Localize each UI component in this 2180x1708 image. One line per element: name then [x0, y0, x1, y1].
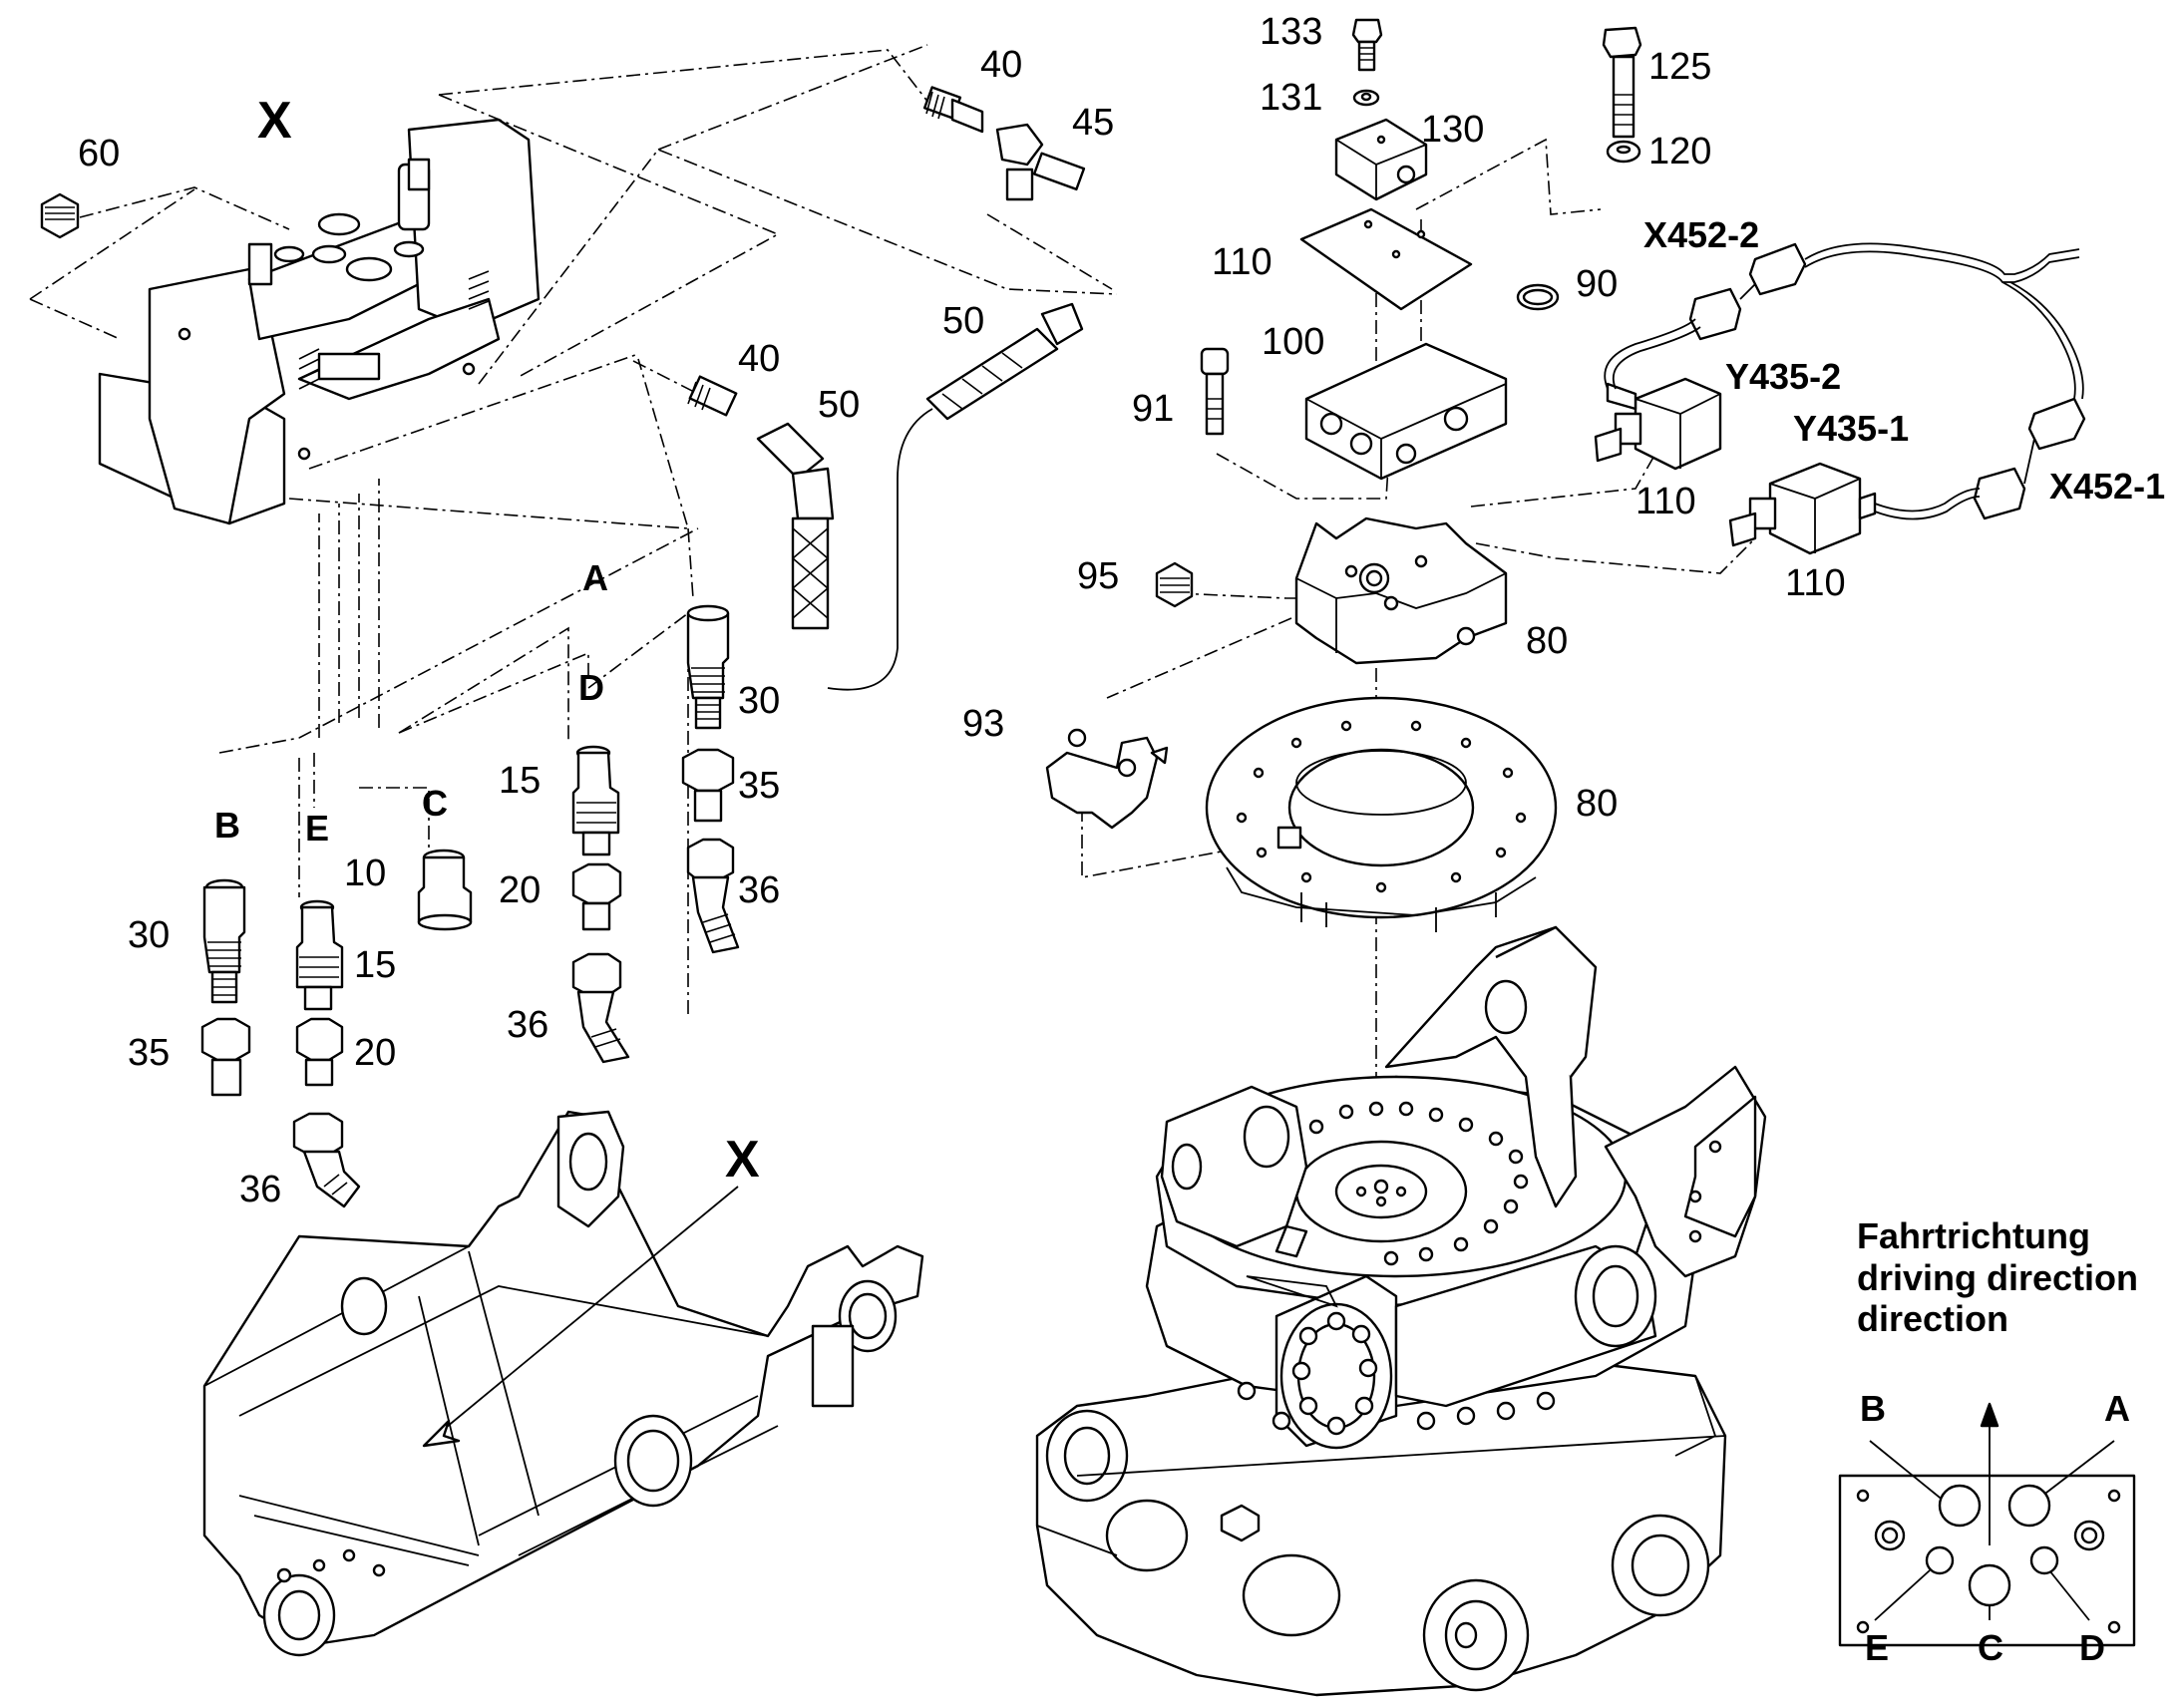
part-label-93: 91: [1132, 388, 1174, 430]
part-label-125: 110: [1212, 241, 1272, 283]
nut-20-e: [295, 1017, 344, 1087]
nut-20-d: [571, 862, 622, 931]
legend-port-c: C: [1978, 1627, 2003, 1668]
legend-line-3: direction: [1857, 1298, 2008, 1339]
nut-35-b: [200, 1017, 251, 1097]
legend-line-2: driving direction: [1857, 1257, 2138, 1298]
part-label-30-b: 30: [128, 914, 170, 956]
connector-x452-2: [1688, 242, 1807, 341]
diagram-labels: X X 60 40 45 50 40 50 A D C B E 30 35 36…: [78, 11, 2165, 1668]
bracket-100: [1045, 728, 1169, 830]
hose-50-straight: [827, 302, 1084, 691]
connector-x452-1: [1973, 397, 2086, 520]
plate-125: [1299, 207, 1473, 311]
part-label-110-lower: 110: [1785, 562, 1846, 604]
part-label-50-left: 50: [818, 384, 860, 426]
ring-plate-80: [1205, 696, 1558, 932]
part-label-91: 90: [1576, 263, 1618, 305]
legend-port-b: B: [1860, 1388, 1886, 1429]
part-label-ring-plate: 80: [1576, 783, 1618, 825]
part-label-36-d: 36: [507, 1004, 548, 1046]
block-130: [1334, 118, 1428, 201]
solenoid-y435-2: [1594, 377, 1722, 471]
elbow-36-d: [571, 952, 630, 1064]
part-label-126: 120: [1648, 131, 1711, 172]
label-y435-2: Y435-2: [1725, 356, 1841, 397]
port-label-b: B: [214, 805, 240, 846]
part-label-40-mid: 40: [738, 338, 780, 380]
label-x452-2: X452-2: [1643, 214, 1759, 255]
part-label-131: 131: [1260, 77, 1322, 119]
plug-95: [1155, 561, 1194, 608]
part-label-90: 80: [1526, 620, 1568, 662]
part-label-20-d: 20: [499, 869, 541, 911]
part-label-133: 133: [1260, 11, 1322, 53]
part-label-15-e: 15: [354, 944, 396, 986]
fitting-40-top: [922, 86, 984, 134]
part-label-35-b: 35: [128, 1032, 170, 1074]
oring-91: [1516, 283, 1560, 311]
direction-legend: [1838, 1402, 2136, 1647]
part-label-50-right: 50: [942, 300, 984, 342]
quick-coupler-frame: [202, 1110, 924, 1657]
part-label-36-e: 36: [239, 1169, 281, 1210]
plug-60: [40, 192, 80, 239]
rotator-assembly: [1035, 925, 1767, 1697]
label-x452-1: X452-1: [2049, 466, 2165, 507]
wiring-harness: [1604, 242, 2084, 520]
valve-block-120: [1304, 342, 1508, 481]
screw-93: [1200, 347, 1230, 436]
legend-port-d: D: [2079, 1627, 2105, 1668]
bolt-133: [1351, 18, 1383, 72]
part-label-40-top: 40: [980, 44, 1022, 86]
part-label-95: 95: [1077, 555, 1119, 597]
view-x-label-top: X: [257, 92, 292, 150]
part-label-110-upper: 110: [1635, 481, 1696, 522]
legend-port-e: E: [1865, 1627, 1889, 1668]
fitting-15-e: [295, 899, 344, 1011]
fitting-30-b: [202, 878, 246, 1004]
port-label-a: A: [582, 557, 608, 598]
part-label-120: 100: [1262, 321, 1324, 363]
view-x-label-arrow: X: [725, 1131, 760, 1189]
elbow-36-e: [292, 1112, 361, 1208]
housing-90: [1294, 516, 1508, 665]
fitting-30-a: [686, 604, 730, 730]
part-label-15-d: 15: [499, 760, 541, 802]
solenoid-y435-1: [1728, 462, 1877, 555]
bolt-127: [1602, 26, 1642, 139]
washer-126: [1606, 140, 1641, 164]
part-label-60: 60: [78, 133, 120, 174]
label-y435-1: Y435-1: [1793, 408, 1909, 449]
part-label-130: 130: [1421, 109, 1484, 151]
washer-131: [1352, 89, 1380, 107]
part-label-127: 125: [1648, 46, 1711, 88]
part-label-100: 93: [962, 703, 1004, 745]
nut-35-a: [681, 748, 735, 823]
port-label-d: D: [578, 667, 604, 708]
fitting-15-d: [571, 745, 620, 856]
part-label-30-a: 30: [738, 680, 780, 722]
part-label-36-a: 36: [738, 869, 780, 911]
part-label-45: 45: [1072, 102, 1114, 144]
part-label-10: 10: [344, 853, 386, 894]
port-label-e: E: [305, 808, 329, 849]
valve-block-assembly: [98, 118, 541, 525]
plug-10-c: [417, 849, 473, 931]
hose-50-bent: [756, 422, 835, 630]
legend-port-a: A: [2104, 1388, 2130, 1429]
elbow-36-a: [686, 838, 740, 954]
legend-line-1: Fahrtrichtung: [1857, 1215, 2090, 1256]
part-label-35-a: 35: [738, 765, 780, 807]
port-label-c: C: [422, 783, 448, 824]
fitting-40-middle: [687, 375, 738, 417]
tee-fitting-45: [995, 123, 1086, 201]
part-label-20-e: 20: [354, 1032, 396, 1074]
